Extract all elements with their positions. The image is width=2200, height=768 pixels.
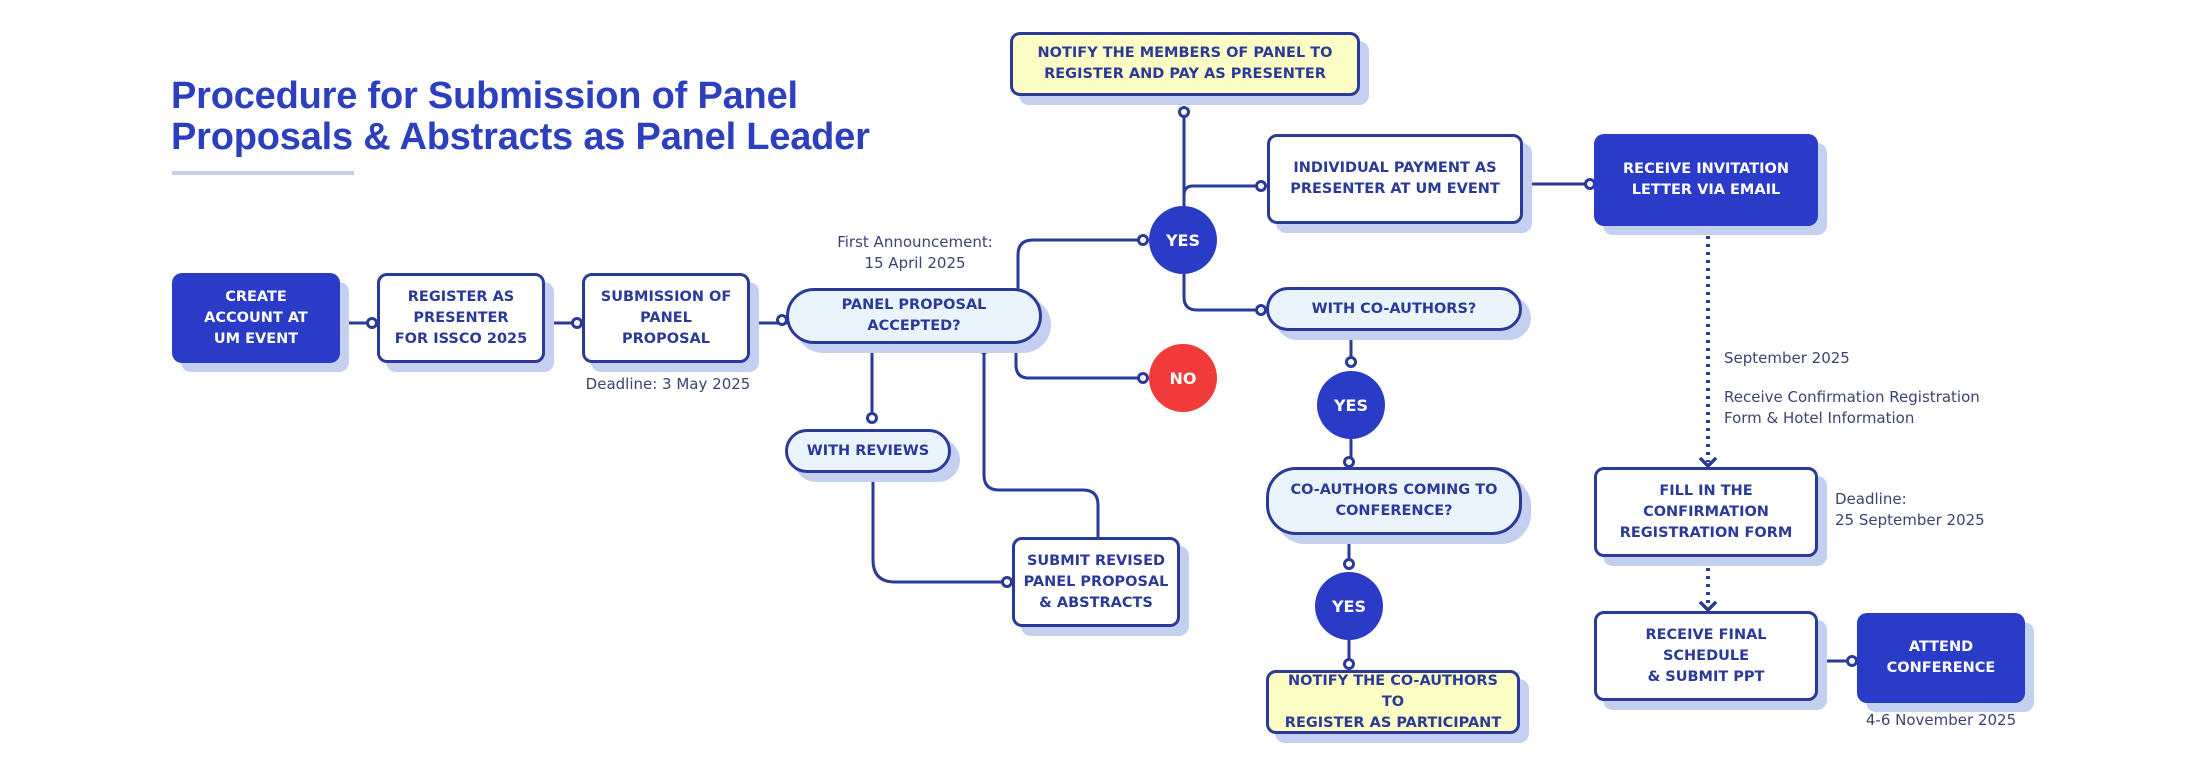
deadline-proposal-note: Deadline: 3 May 2025 (585, 375, 751, 393)
proposal-accepted-decision: PANEL PROPOSAL ACCEPTED? (786, 288, 1042, 344)
connector-revised-accepted (982, 349, 1100, 539)
yes-accepted-circle: YES (1149, 206, 1217, 274)
receive-confirmation-note: Receive Confirmation Registration Form &… (1724, 388, 1980, 427)
conference-dates-note: 4-6 November 2025 (1865, 711, 2017, 729)
connector-dot (1343, 558, 1355, 570)
with-coauthors-decision: WITH CO-AUTHORS? (1266, 287, 1522, 331)
connector-yes-coauthors (1182, 266, 1263, 312)
individual-payment-step: INDIVIDUAL PAYMENT AS PRESENTER AT UM EV… (1267, 134, 1523, 224)
connector-dot (1343, 456, 1355, 468)
connector-reviews-revised (871, 472, 1009, 584)
connector-dot (1001, 576, 1013, 588)
fill-confirmation-step: FILL IN THE CONFIRMATION REGISTRATION FO… (1594, 467, 1818, 557)
connector-dot (1137, 372, 1149, 384)
page-title: Procedure for Submission of Panel Propos… (171, 76, 931, 158)
arrowhead-fill-form (1699, 457, 1717, 468)
deadline-confirmation-note: Deadline: 25 September 2025 (1835, 490, 1985, 529)
connector-dot (1255, 180, 1267, 192)
first-announcement-note: First Announcement: 15 April 2025 (837, 233, 993, 272)
yes-coming-circle: YES (1315, 572, 1383, 640)
submit-revised-step: SUBMIT REVISED PANEL PROPOSAL & ABSTRACT… (1012, 537, 1180, 627)
title-underline (172, 171, 354, 175)
yes-coauthors-circle: YES (1317, 371, 1385, 439)
submission-proposal-step: SUBMISSION OF PANEL PROPOSAL (582, 273, 750, 363)
connector-dot (1137, 234, 1149, 246)
connector-dot (1178, 106, 1190, 118)
connector-dot (866, 412, 878, 424)
create-account-step: CREATE ACCOUNT AT UM EVENT (172, 273, 340, 363)
september-note: September 2025 (1724, 349, 1850, 367)
coauthors-coming-decision: CO-AUTHORS COMING TO CONFERENCE? (1266, 467, 1522, 535)
register-presenter-step: REGISTER AS PRESENTER FOR ISSCO 2025 (377, 273, 545, 363)
connector-yes-payment (1182, 184, 1263, 202)
connector-dot (366, 317, 378, 329)
receive-schedule-step: RECEIVE FINAL SCHEDULE & SUBMIT PPT (1594, 611, 1818, 701)
attend-conference-step: ATTEND CONFERENCE (1857, 613, 2025, 703)
connector-accepted-yes (1016, 238, 1144, 291)
notify-members-step: NOTIFY THE MEMBERS OF PANEL TO REGISTER … (1010, 32, 1360, 96)
connector-accepted-no (1014, 341, 1143, 380)
title-line-2: Proposals & Abstracts as Panel Leader (171, 116, 870, 158)
connector-dot (571, 317, 583, 329)
connector-dot (1255, 304, 1267, 316)
receive-invitation-step: RECEIVE INVITATION LETTER VIA EMAIL (1594, 134, 1818, 226)
notify-coauthors-step: NOTIFY THE CO-AUTHORS TO REGISTER AS PAR… (1266, 670, 1520, 734)
connector-dot (978, 342, 990, 354)
with-reviews-branch: WITH REVIEWS (785, 429, 951, 473)
title-line-1: Procedure for Submission of Panel (171, 75, 798, 117)
arrowhead-schedule (1699, 601, 1717, 612)
connector-dot (1345, 356, 1357, 368)
connector-dot (1343, 658, 1355, 670)
no-accepted-circle: NO (1149, 344, 1217, 412)
connector-dot (1846, 655, 1858, 667)
